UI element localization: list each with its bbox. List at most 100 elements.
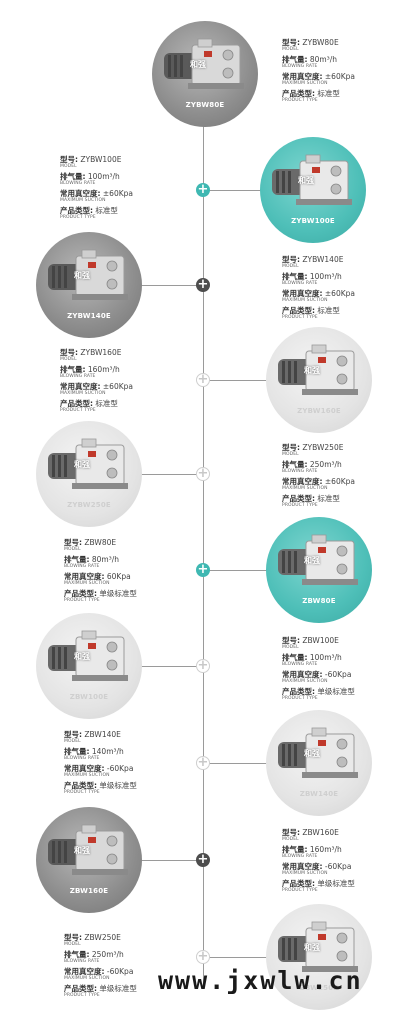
timeline-connector [89,474,203,475]
spec-value: 产品类型: 标准型 [60,399,118,408]
vacuum-pump-icon [48,824,128,875]
spec-label-en: BLOWING RATE [282,281,318,286]
product-image-caption: ZBW100E [69,693,109,701]
product-image-zybw80e[interactable]: 和强 ZYBW80E [152,21,258,127]
vacuum-pump-icon [272,154,352,205]
spec-label-en: MODEL [282,452,299,457]
spec-value: 常用真空度: -60Kpa [282,670,352,679]
vacuum-pump-icon [48,438,128,489]
timeline-node-plus-icon[interactable]: + [196,277,210,292]
timeline-node-plus-icon[interactable]: + [196,949,210,964]
spec-label-en: MAXIMUM SUCTION [60,391,106,396]
spec-label-en: PRODUCT TYPE [64,993,100,998]
spec-value: 产品类型: 标准型 [282,494,340,503]
spec-label-en: MAXIMUM SUCTION [64,773,110,778]
spec-value: 排气量: 100m³/h [60,172,120,181]
spec-value: 排气量: 160m³/h [60,365,120,374]
spec-label-en: PRODUCT TYPE [282,888,318,893]
spec-label-en: BLOWING RATE [64,959,100,964]
timeline-connector [89,860,203,861]
timeline-line [203,125,204,985]
product-image-caption: ZBW160E [69,887,109,895]
spec-value: 排气量: 100m³/h [282,272,342,281]
spec-value: 型号: ZBW140E [64,730,121,739]
spec-label-en: MODEL [282,264,299,269]
timeline-node-plus-icon[interactable]: + [196,182,210,197]
product-image-zbw160e[interactable]: 和强 ZBW160E [36,807,142,913]
product-image-caption: ZYBW80E [185,101,225,109]
spec-value: 型号: ZYBW100E [60,155,122,164]
spec-label-en: PRODUCT TYPE [60,408,96,413]
spec-label-en: PRODUCT TYPE [64,598,100,603]
spec-label-en: BLOWING RATE [282,662,318,667]
spec-label-en: MAXIMUM SUCTION [282,871,328,876]
spec-value: 产品类型: 标准型 [282,89,340,98]
timeline-connector [203,957,319,958]
spec-value: 常用真空度: ±60Kpa [282,477,355,486]
spec-value: 排气量: 80m³/h [64,555,120,564]
brand-label: 和强 [190,60,206,69]
site-watermark: www.jxwlw.cn [158,966,363,995]
vacuum-pump-icon [278,534,358,585]
product-image-zybw160e[interactable]: 和强 ZYBW160E [266,327,372,433]
timeline-node-plus-icon[interactable]: + [196,562,210,577]
spec-value: 型号: ZYBW140E [282,255,344,264]
spec-label-en: PRODUCT TYPE [64,790,100,795]
spec-label-en: BLOWING RATE [282,469,318,474]
spec-value: 常用真空度: ±60Kpa [282,289,355,298]
timeline-node-plus-icon[interactable]: + [196,755,210,770]
vacuum-pump-icon [164,38,244,89]
brand-label: 和强 [304,749,320,758]
spec-label-en: BLOWING RATE [282,854,318,859]
timeline-node-plus-icon[interactable]: + [196,372,210,387]
timeline-node-plus-icon[interactable]: + [196,658,210,673]
spec-label-en: MODEL [282,837,299,842]
timeline-connector [89,285,203,286]
timeline-connector [203,190,313,191]
brand-label: 和强 [298,176,314,185]
timeline-node-plus-icon[interactable]: + [196,852,210,867]
brand-label: 和强 [74,846,90,855]
brand-label: 和强 [304,366,320,375]
spec-value: 排气量: 100m³/h [282,653,342,662]
spec-value: 型号: ZBW80E [64,538,117,547]
spec-label-en: BLOWING RATE [64,564,100,569]
spec-value: 型号: ZYBW160E [60,348,122,357]
spec-label-en: MODEL [64,942,81,947]
spec-label-en: PRODUCT TYPE [282,315,318,320]
product-image-caption: ZYBW160E [297,407,341,415]
timeline-node-plus-icon[interactable]: + [196,466,210,481]
spec-value: 排气量: 250m³/h [64,950,124,959]
